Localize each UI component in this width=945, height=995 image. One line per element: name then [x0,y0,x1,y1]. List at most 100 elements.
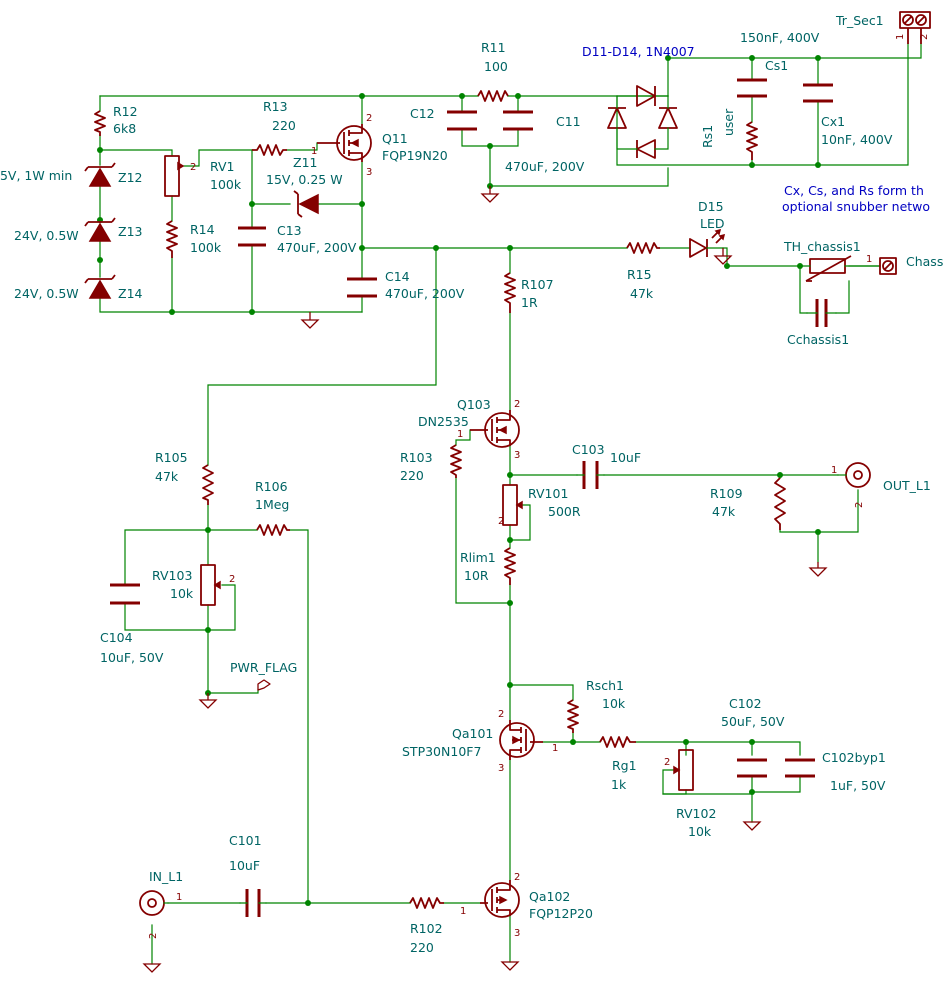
qa102-pin-s: 3 [514,928,520,939]
rs1-ref: Rs1 [700,125,715,148]
zener-z14[interactable] [84,274,116,299]
zener-z11[interactable] [293,190,319,218]
capacitor-c104[interactable] [110,583,140,605]
capacitor-c14[interactable] [347,277,377,298]
bridge-diode-d14[interactable] [616,95,669,159]
mosfet-q103[interactable] [470,410,520,448]
rsch1-value: 10k [602,696,626,711]
q103-ref: Q103 [457,397,491,412]
r12-ref: R12 [113,104,138,119]
resistor-r106[interactable] [256,524,290,536]
c11-ref: C11 [556,114,581,129]
resistor-r11[interactable] [477,90,509,102]
rlim1-value: 10R [464,568,489,583]
r107-value: 1R [521,295,538,310]
mosfet-qa102[interactable] [480,880,520,918]
d15-value: LED [700,216,725,231]
rg1-ref: Rg1 [612,758,637,773]
cs1-ref: Cs1 [765,58,788,73]
r105-ref: R105 [155,450,188,465]
out-l1-pin1: 1 [831,465,837,476]
connector-tr-sec1[interactable] [899,11,931,44]
q11-ref: Q11 [382,131,408,146]
q11-value: FQP19N20 [382,148,448,163]
tr-sec1-ref: Tr_Sec1 [835,13,884,28]
potentiometer-rv1[interactable] [164,155,185,197]
resistor-rlim1[interactable] [504,547,516,585]
capacitor-c102[interactable] [737,758,767,778]
in-l1-ref: IN_L1 [149,869,183,884]
zener-z12[interactable] [84,162,116,187]
c102byp1-ref: C102byp1 [822,750,886,765]
qa102-value: FQP12P20 [529,906,593,921]
cchassis1-ref: Cchassis1 [787,332,849,347]
q103-value: DN2535 [418,414,469,429]
capacitor-c102byp1[interactable] [785,758,815,778]
capacitor-c13[interactable] [238,226,266,247]
resistor-r102[interactable] [409,897,444,909]
c101-value: 10uF [229,858,260,873]
connector-in-l1[interactable] [139,890,169,916]
capacitor-c12[interactable] [447,110,477,131]
resistor-r105[interactable] [202,464,214,505]
rs1-value: user [721,108,736,136]
resistor-rsch1[interactable] [567,699,579,733]
r105-value: 47k [155,469,179,484]
resistor-rg1[interactable] [599,736,636,748]
resistor-r14[interactable] [166,220,178,258]
rv103-value: 10k [170,586,194,601]
connector-chassis[interactable] [879,257,897,275]
bridge-diode-d13[interactable] [658,107,678,129]
zener-z13[interactable] [84,217,116,242]
capacitor-c103[interactable] [576,461,605,489]
rv103-ref: RV103 [152,568,192,583]
rv101-ref: RV101 [528,486,568,501]
r107-ref: R107 [521,277,554,292]
bridge-diode-d11[interactable] [636,85,656,107]
c104-ref: C104 [100,630,133,645]
r13-value: 220 [272,118,296,133]
c101-ref: C101 [229,833,262,848]
cx1-value: 10nF, 400V [821,132,893,147]
tr-sec1-pin1: 1 [895,34,906,40]
rv103-pin: 2 [229,574,235,585]
q11-pin-s: 3 [366,167,372,178]
led-d15[interactable] [689,228,726,258]
capacitor-cs1[interactable] [737,78,767,98]
mosfet-qa101[interactable] [499,720,543,760]
tr-sec1-pin2: 2 [919,34,930,40]
c13-value: 470uF, 200V [277,240,357,255]
resistor-r12[interactable] [94,110,106,136]
r12-value: 6k8 [113,121,136,136]
connector-out-l1[interactable] [837,462,871,488]
r106-ref: R106 [255,479,288,494]
potentiometer-rv102[interactable] [673,749,694,791]
resistor-r103[interactable] [450,444,462,478]
potentiometer-rv101[interactable] [502,484,523,526]
resistor-r107[interactable] [504,272,516,313]
rv102-value: 10k [688,824,712,839]
c103-value: 10uF [610,450,641,465]
capacitor-cchassis1[interactable] [806,299,837,327]
thermistor-th-chassis1[interactable] [799,255,881,282]
r13-ref: R13 [263,99,288,114]
rv102-pin: 2 [664,757,670,768]
rv101-value: 500R [548,504,581,519]
mosfet-q11[interactable] [317,124,372,162]
c11-value: 470uF, 200V [505,159,585,174]
component-labels: R12 6k8 Z12 75V, 1W min Z13 24V, 0.5W Z1… [0,13,943,955]
capacitor-cx1[interactable] [803,83,833,103]
capacitor-c11[interactable] [503,110,533,131]
capacitor-c101[interactable] [239,889,267,917]
q103-pin-g: 1 [457,429,463,440]
resistor-r15[interactable] [626,242,660,254]
r14-ref: R14 [190,222,215,237]
potentiometer-rv103[interactable] [200,564,221,606]
resistor-r109[interactable] [774,477,786,530]
qa101-pin-d: 2 [498,709,504,720]
rg1-value: 1k [611,777,627,792]
q11-pin-g: 1 [311,146,317,157]
r102-ref: R102 [410,921,443,936]
resistor-r13[interactable] [252,144,287,156]
resistor-rs1[interactable] [746,121,758,160]
